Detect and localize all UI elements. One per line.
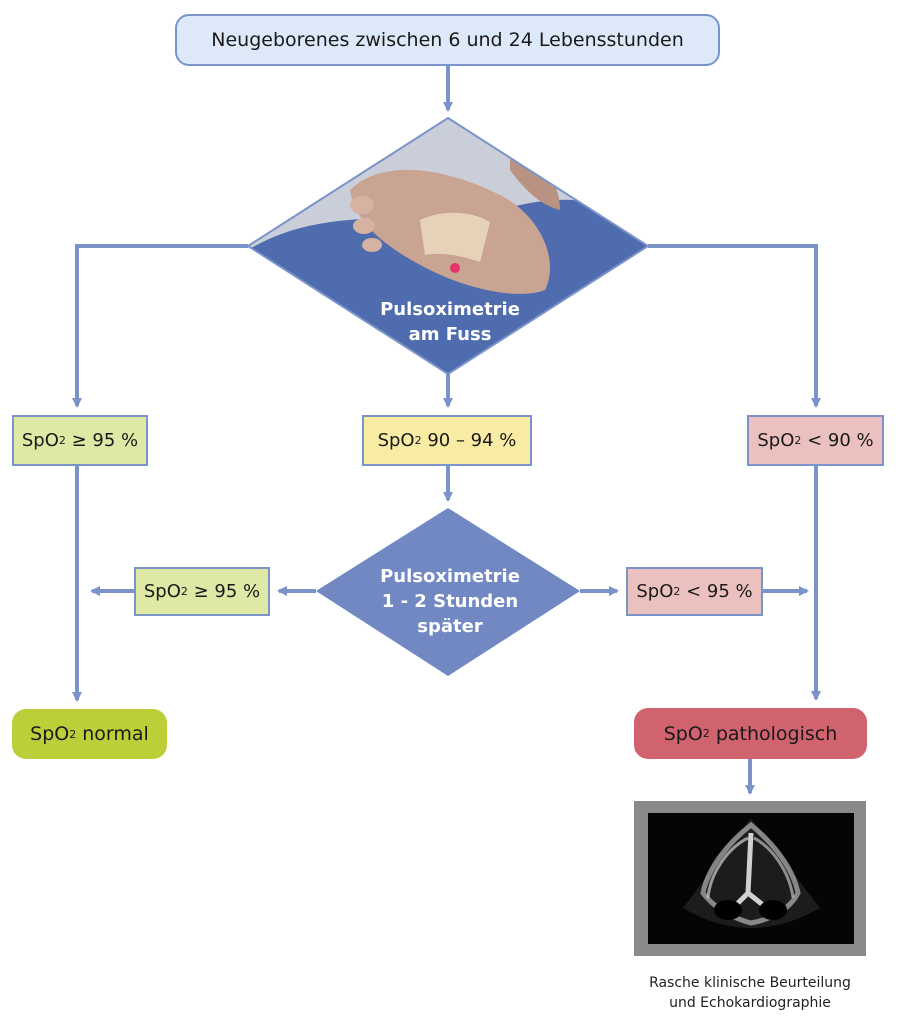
echo-caption-line1: Rasche klinische Beurteilung <box>649 975 851 991</box>
recheck-high-suffix: ≥ 95 % <box>187 581 261 602</box>
recheck-line2: 1 - 2 Stunden <box>381 591 519 612</box>
branch-low-sub: 2 <box>794 434 802 447</box>
recheck-high-sub: 2 <box>180 585 188 598</box>
echo-caption-line2: und Echokardiographie <box>669 995 831 1011</box>
outcome-normal-prefix: SpO <box>30 723 70 745</box>
branch-mid-suffix: 90 – 94 % <box>421 430 517 451</box>
recheck-low-prefix: SpO <box>636 581 674 602</box>
recheck-high-prefix: SpO <box>143 581 181 602</box>
outcome-normal-suffix: normal <box>76 723 149 745</box>
outcome-pathologic-suffix: pathologisch <box>709 722 838 745</box>
branch-high-sub: 2 <box>58 434 66 447</box>
outcome-pathologic-prefix: SpO <box>663 722 703 745</box>
arrow-foot-to-left <box>72 244 248 408</box>
recheck-low-suffix: < 95 % <box>680 581 753 602</box>
branch-mid-sub: 2 <box>414 434 422 447</box>
branch-mid-prefix: SpO <box>377 430 415 451</box>
echocardiography-image <box>634 801 866 956</box>
foot-check-line1: Pulsoximetrie <box>380 299 520 320</box>
branch-high-suffix: ≥ 95 % <box>65 430 139 451</box>
echo-caption: Rasche klinische Beurteilung und Echokar… <box>600 973 900 1013</box>
arrow-foot-to-right <box>648 244 821 408</box>
recheck-line1: Pulsoximetrie <box>380 566 520 587</box>
recheck-diamond <box>316 508 580 676</box>
branch-low-prefix: SpO <box>757 430 795 451</box>
outcome-pathologic-sub: 2 <box>702 727 710 740</box>
recheck-line3: später <box>417 616 483 637</box>
recheck-label: Pulsoximetrie 1 - 2 Stunden später <box>350 564 550 639</box>
start-node: Neugeborenes zwischen 6 und 24 Lebensstu… <box>175 14 720 66</box>
echo-ultrasound-picture <box>648 813 854 944</box>
outcome-normal-sub: 2 <box>69 727 77 741</box>
foot-check-label: Pulsoximetrie am Fuss <box>350 297 550 347</box>
start-label: Neugeborenes zwischen 6 und 24 Lebensstu… <box>211 29 684 51</box>
foot-check-line2: am Fuss <box>408 324 492 345</box>
branch-low-suffix: < 90 % <box>801 430 874 451</box>
branch-high-prefix: SpO <box>21 430 59 451</box>
recheck-low-sub: 2 <box>673 585 681 598</box>
